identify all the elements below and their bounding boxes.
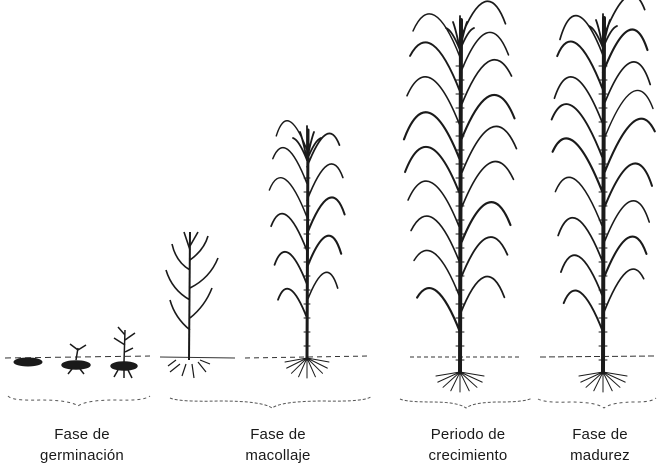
plants-layer (269, 0, 654, 392)
stage-label-tillering-line2: macollaje (218, 445, 338, 466)
stage-label-tillering-line1: Fase de (218, 424, 338, 445)
stage-label-germination-line1: Fase de (22, 424, 142, 445)
stage-label-maturity-line1: Fase de (550, 424, 650, 445)
stage-label-growth-line1: Periodo de (408, 424, 528, 445)
stage-label-germination: Fase de germinación (22, 424, 142, 466)
tillering-plant (269, 121, 344, 378)
stage-label-maturity-line2: madurez (550, 445, 650, 466)
stage-label-maturity: Fase de madurez (550, 424, 650, 466)
germination-seedlings (14, 327, 137, 378)
stage-label-germination-line2: germinación (22, 445, 142, 466)
stage-label-growth-line2: crecimiento (408, 445, 528, 466)
ground-line (5, 356, 655, 358)
growth-plant (404, 1, 516, 392)
stage-label-growth: Periodo de crecimiento (408, 424, 528, 466)
stage-label-tillering: Fase de macollaje (218, 424, 338, 466)
early-plant (166, 232, 218, 378)
maturity-plant (552, 0, 655, 392)
stage-braces (8, 396, 656, 408)
